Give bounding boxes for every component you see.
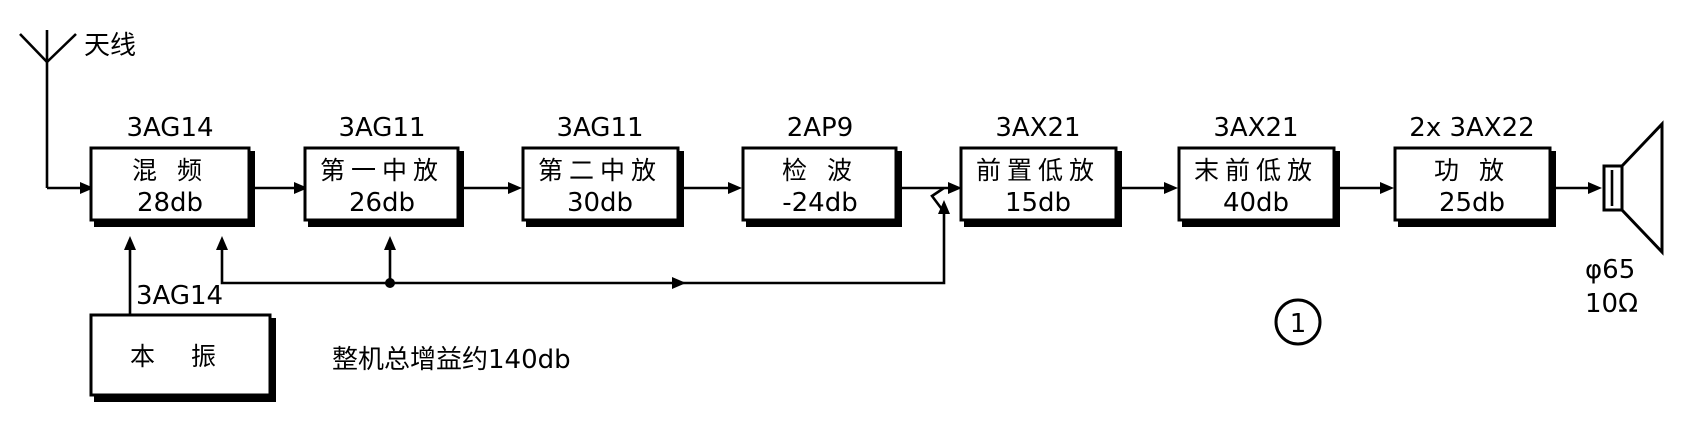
block-gain: 25db xyxy=(1439,188,1505,218)
speaker-icon xyxy=(1602,120,1664,256)
signal-arrow xyxy=(902,182,962,194)
block-name: 末前低放 xyxy=(1194,156,1318,185)
block-gain: -24db xyxy=(782,188,857,218)
block-oscillator xyxy=(89,313,276,402)
block-part: 3AG14 xyxy=(126,113,213,143)
block-gain: 40db xyxy=(1223,188,1289,218)
block-mixer xyxy=(89,146,255,227)
figure-number: 1 xyxy=(1290,309,1307,339)
signal-arrow xyxy=(1340,182,1394,194)
antenna-label: 天线 xyxy=(84,31,136,61)
block-name: 混 频 xyxy=(132,156,208,185)
block-part: 3AX21 xyxy=(995,113,1080,143)
signal-arrow xyxy=(1122,182,1178,194)
block-name: 功 放 xyxy=(1434,156,1510,185)
block-driver xyxy=(1177,146,1340,227)
block-gain: 26db xyxy=(349,188,415,218)
block-part: 2x 3AX22 xyxy=(1409,113,1534,143)
block-name: 本 振 xyxy=(130,342,230,371)
block-part: 3AX21 xyxy=(1213,113,1298,143)
block-gain: 28db xyxy=(137,188,203,218)
block-name: 检 波 xyxy=(782,156,858,185)
block-if1 xyxy=(303,146,464,227)
block-name: 前置低放 xyxy=(976,156,1100,185)
block-detector xyxy=(741,146,902,227)
block-gain: 30db xyxy=(567,188,633,218)
speaker-impedance: 10Ω xyxy=(1585,289,1638,319)
speaker-size: φ65 xyxy=(1585,255,1635,285)
agc-line xyxy=(216,186,950,289)
block-part: 3AG11 xyxy=(556,113,643,143)
signal-arrow xyxy=(255,182,308,194)
total-gain-note: 整机总增益约140db xyxy=(332,345,571,375)
signal-arrow xyxy=(124,236,136,315)
signal-arrow xyxy=(1556,182,1602,194)
figure-number-badge xyxy=(1274,298,1322,346)
block-name: 第二中放 xyxy=(538,156,662,185)
block-power xyxy=(1393,146,1556,227)
block-if2 xyxy=(521,146,684,227)
block-preamp xyxy=(959,146,1122,227)
antenna-icon xyxy=(19,30,94,194)
signal-arrow xyxy=(684,182,742,194)
block-part: 2AP9 xyxy=(787,113,854,143)
block-name: 第一中放 xyxy=(320,156,444,185)
oscillator-part: 3AG14 xyxy=(136,281,223,311)
block-gain: 15db xyxy=(1005,188,1071,218)
signal-arrow xyxy=(464,182,522,194)
block-part: 3AG11 xyxy=(338,113,425,143)
